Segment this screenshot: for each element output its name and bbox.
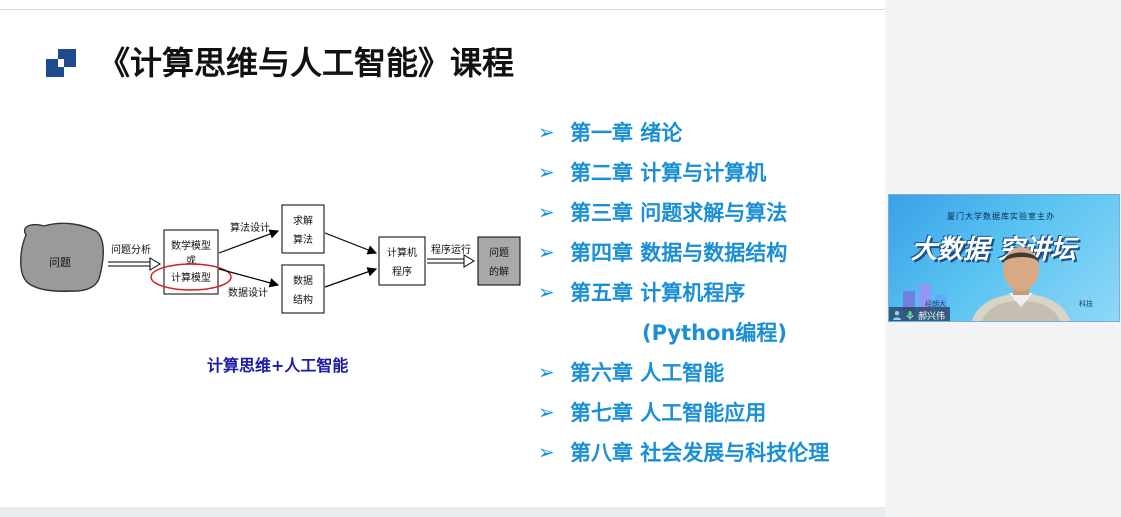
chevron-right-icon: ➢ — [538, 200, 555, 224]
program-box — [378, 236, 426, 286]
solve-label-2: 算法 — [293, 233, 313, 246]
diagram-caption: 计算思维+人工智能 — [207, 356, 349, 375]
microphone-icon[interactable] — [905, 310, 915, 320]
problem-blob — [20, 222, 104, 292]
chapter-item: ➢ 第二章 计算与计算机 — [538, 152, 829, 192]
chapter-item: ➢ 第七章 人工智能应用 — [538, 392, 829, 432]
chevron-right-icon: ➢ — [538, 240, 555, 264]
chapter-label: 第一章 绪论 — [570, 121, 683, 145]
model-bottom-label: 计算模型 — [171, 271, 211, 284]
data-label-2: 结构 — [293, 293, 313, 306]
model-or-label: 或 — [186, 255, 196, 267]
speaker-avatar — [971, 247, 1071, 321]
slide-bottom-bar — [0, 507, 885, 517]
chapter-label: 第四章 数据与数据结构 — [570, 241, 788, 265]
chapter-label: 第七章 人工智能应用 — [570, 401, 767, 425]
program-label-2: 程序 — [392, 265, 412, 278]
chapter-label: (Python编程) — [642, 321, 788, 345]
video-footer-text-right: 科技 — [1079, 300, 1093, 308]
model-box — [163, 229, 219, 295]
chapter-label: 第二章 计算与计算机 — [570, 161, 767, 185]
problem-label: 问题 — [49, 256, 71, 269]
chapter-label: 第八章 社会发展与科技伦理 — [570, 441, 830, 465]
solve-label-1: 求解 — [293, 214, 313, 227]
chapter-item-continuation: (Python编程) — [538, 312, 829, 352]
result-label-1: 问题 — [489, 246, 509, 259]
top-divider — [0, 9, 885, 10]
data-label-1: 数据 — [293, 274, 313, 287]
chapter-item: ➢ 第四章 数据与数据结构 — [538, 232, 829, 272]
chevron-right-icon: ➢ — [538, 280, 555, 304]
run-label: 程序运行 — [431, 243, 471, 256]
result-box — [477, 236, 521, 286]
data-structure-box — [281, 264, 325, 314]
speaker-nameplate: 郝兴伟 — [889, 307, 951, 322]
video-header-text: 厦门大学数据库实验室主办 — [947, 212, 1055, 221]
speaker-name: 郝兴伟 — [918, 311, 946, 322]
chevron-right-icon: ➢ — [538, 160, 555, 184]
program-label-1: 计算机 — [387, 246, 417, 259]
speaker-video-tile[interactable]: 厦门大学数据库实验室主办 大数据 究讲坛 经朗大 科技 郝兴伟 — [888, 194, 1120, 322]
video-banner-text: 大数据 究讲坛 — [911, 235, 1077, 265]
analyze-label: 问题分析 — [111, 243, 151, 256]
computational-thinking-diagram: 问题 问题分析 数学模型 或 计算模型 算法设计 数据设计 求解 算法 数据 结… — [20, 204, 521, 314]
algo-design-label: 算法设计 — [230, 221, 270, 234]
chapter-item: ➢ 第五章 计算机程序 — [538, 272, 829, 312]
slide-title: 《计算思维与人工智能》课程 — [98, 44, 515, 82]
slide-canvas: 《计算思维与人工智能》课程 问题 问题分析 数学模型 或 计算模型 算法设计 数… — [0, 9, 885, 517]
model-top-label: 数学模型 — [171, 239, 211, 252]
chapter-label: 第五章 计算机程序 — [570, 281, 746, 305]
chapter-label: 第六章 人工智能 — [570, 361, 725, 385]
video-footer-text-left: 经朗大 — [925, 300, 946, 308]
chevron-right-icon: ➢ — [538, 400, 555, 424]
chevron-right-icon: ➢ — [538, 440, 555, 464]
chapter-label: 第三章 问题求解与算法 — [570, 201, 788, 225]
result-label-2: 的解 — [489, 265, 509, 278]
chapter-item: ➢ 第三章 问题求解与算法 — [538, 192, 829, 232]
chapter-list: ➢ 第一章 绪论 ➢ 第二章 计算与计算机 ➢ 第三章 问题求解与算法 ➢ 第四章 数据… — [538, 112, 829, 472]
chevron-right-icon: ➢ — [538, 360, 555, 384]
model-highlight-ellipse — [150, 263, 232, 291]
solve-algorithm-box — [281, 204, 325, 254]
data-design-label: 数据设计 — [228, 286, 268, 299]
chevron-right-icon: ➢ — [538, 120, 555, 144]
chapter-item: ➢ 第一章 绪论 — [538, 112, 829, 152]
user-icon — [893, 311, 901, 320]
chapter-item: ➢ 第八章 社会发展与科技伦理 — [538, 432, 829, 472]
slide-logo-icon — [46, 49, 76, 77]
chapter-item: ➢ 第六章 人工智能 — [538, 352, 829, 392]
